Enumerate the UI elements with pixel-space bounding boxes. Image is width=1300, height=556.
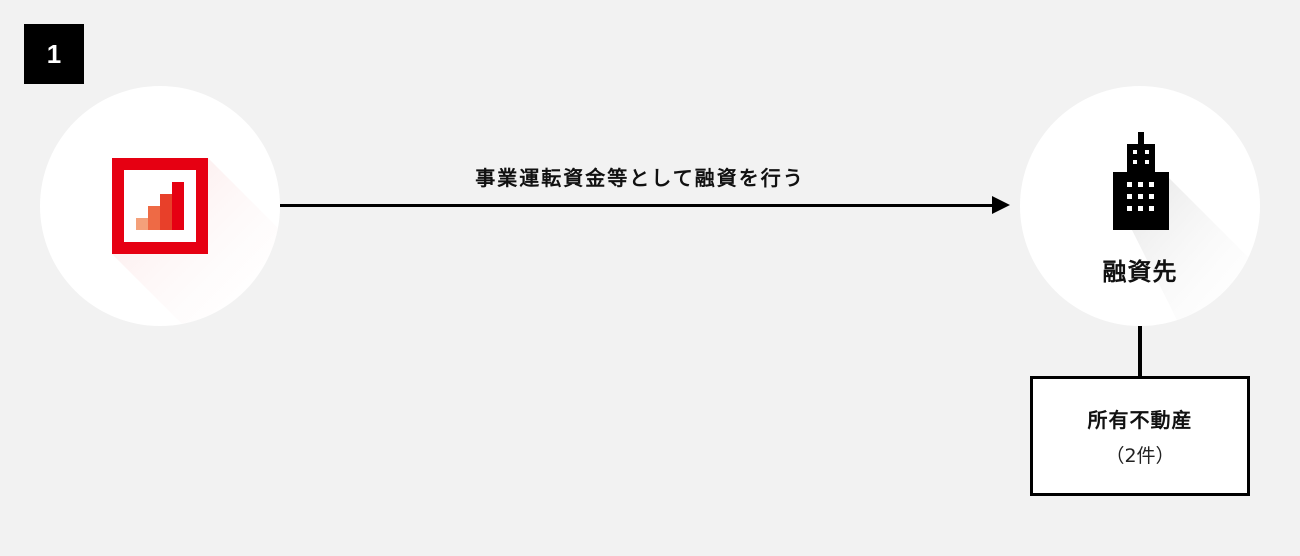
borrower-shadow (1132, 178, 1260, 326)
connector-line (1138, 326, 1142, 378)
flow-label: 事業運転資金等として融資を行う (475, 166, 805, 190)
property-count: （2件） (1105, 445, 1175, 467)
borrower-circle: 融資先 (1020, 86, 1260, 326)
step-badge: 1 (24, 24, 84, 84)
bar-chart-logo-icon (112, 158, 208, 254)
property-title: 所有不動産 (1087, 408, 1193, 432)
building-icon (1113, 132, 1169, 230)
lender-circle (40, 86, 280, 326)
arrow-right-icon (992, 196, 1010, 214)
lender-shadow (112, 158, 280, 326)
flow-arrow-line (280, 204, 998, 207)
property-box: 所有不動産 （2件） (1030, 376, 1250, 496)
borrower-label: 融資先 (1102, 258, 1178, 286)
